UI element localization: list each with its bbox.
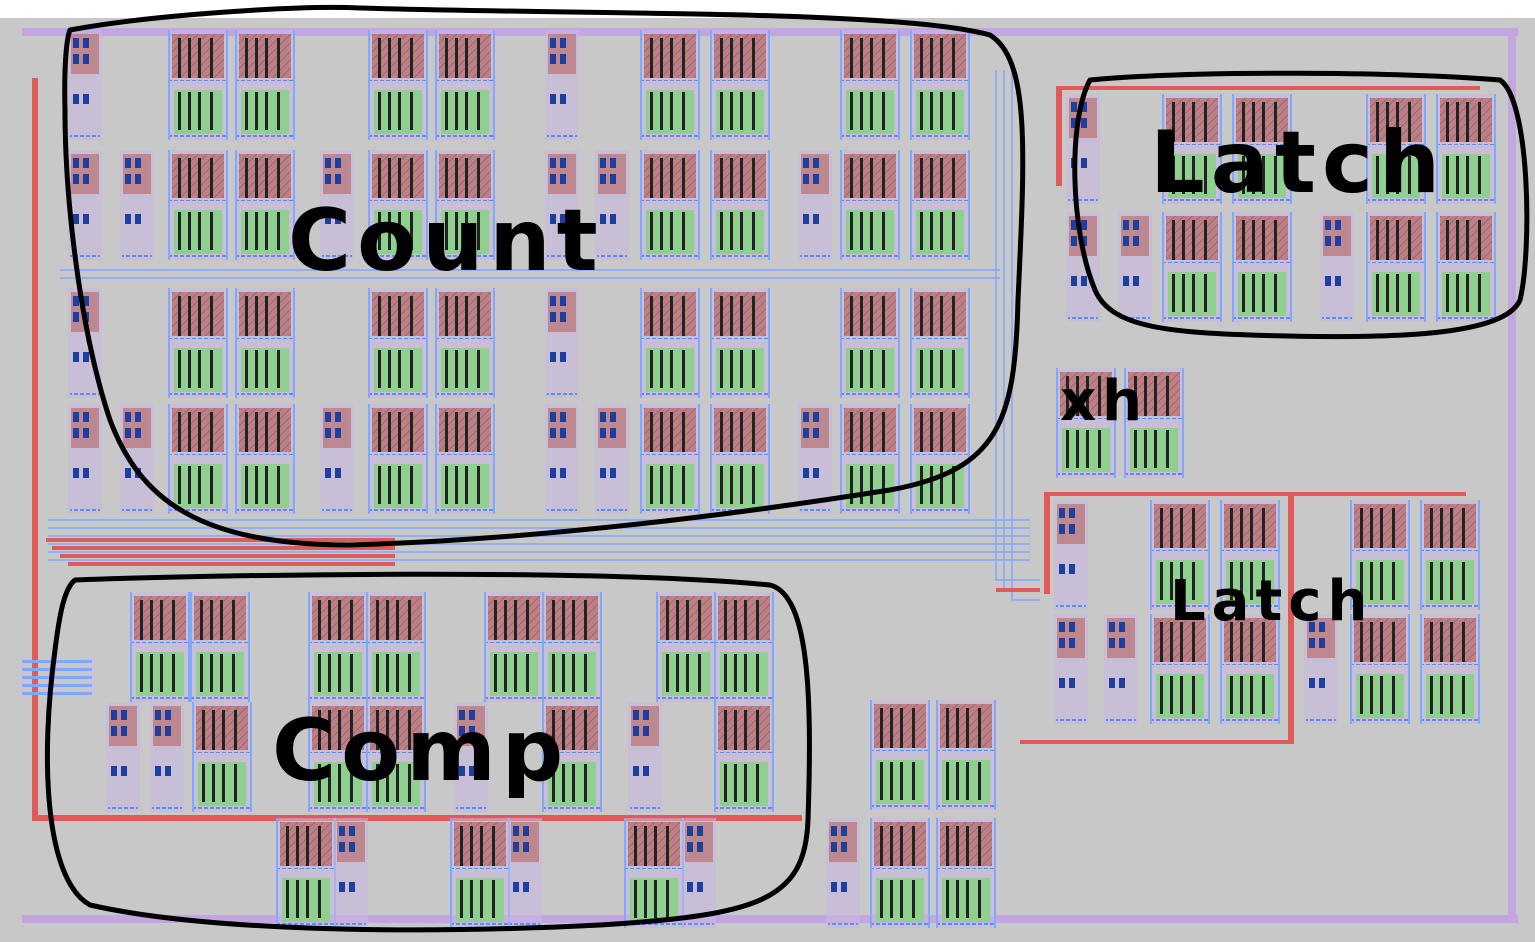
latch-bottom-block xyxy=(1044,494,1480,744)
count-outline xyxy=(62,4,1026,548)
xh-label: xh xyxy=(1060,369,1148,434)
latch-bottom-label: Latch xyxy=(1170,569,1373,634)
count-label: Count xyxy=(288,191,604,291)
input-pins xyxy=(22,660,92,695)
power-rails xyxy=(22,28,1518,923)
comp-label: Comp xyxy=(272,701,569,801)
latch-top-label: Latch xyxy=(1150,113,1446,213)
comp-outline xyxy=(44,571,812,933)
latch-top-outline xyxy=(1072,70,1530,340)
hand-outlines xyxy=(44,4,1530,933)
poly-bus xyxy=(46,86,1480,744)
latch-top-block xyxy=(1056,86,1496,322)
